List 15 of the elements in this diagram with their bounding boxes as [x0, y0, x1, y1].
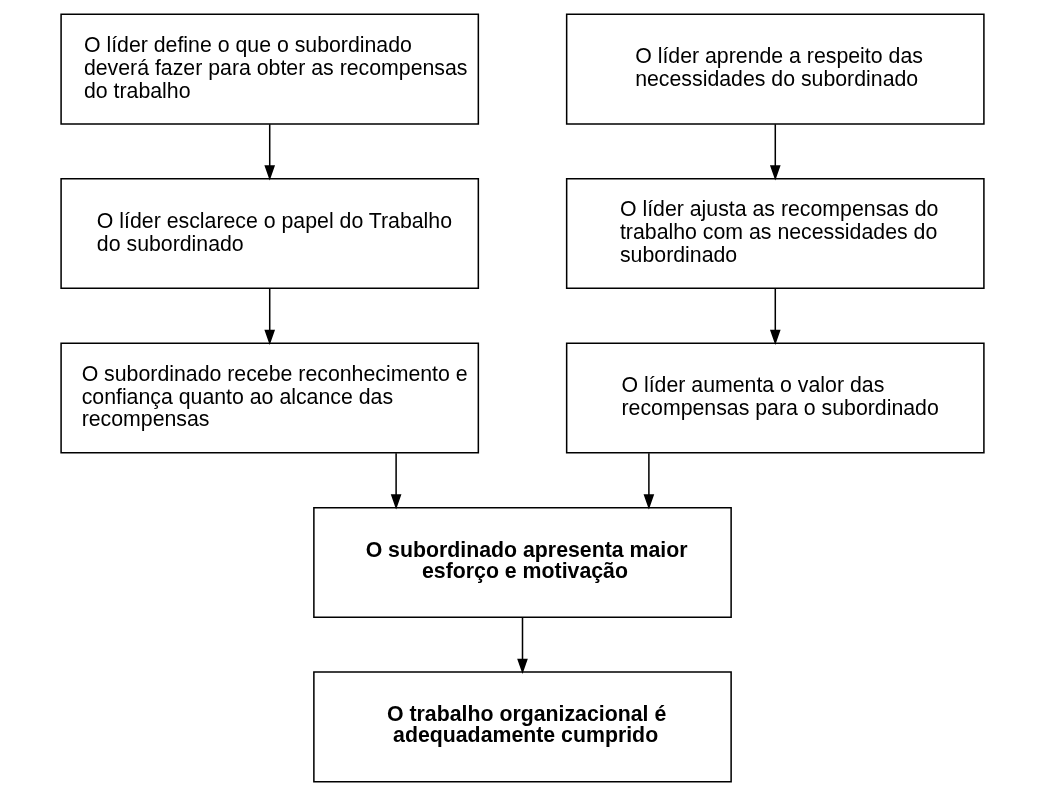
arrow [264, 288, 276, 345]
node-box: O líder ajusta as recompensas do trabalho com as necessidades do subordinado [565, 177, 985, 290]
arrow [264, 123, 276, 181]
arrow [769, 123, 781, 181]
arrow [769, 288, 781, 345]
node-box: O líder aumenta o valor das recompensas para o subordinado [565, 342, 985, 454]
node-box: O líder aprende a respeito das necessidades do subordinado [565, 13, 985, 125]
node-box: O subordinado apresenta maior esforço e motivação [313, 506, 732, 619]
node-box: O trabalho organizacional é adequadamente cumprido [313, 671, 732, 783]
node-box: O líder esclarece o papel do Trabalho do subordinado [60, 177, 480, 290]
arrow [643, 452, 655, 510]
node-box: O subordinado recebe reconhecimento e confiança quanto ao alcance das recompensas [60, 342, 480, 454]
node-box: O líder define o que o subordinado deverá fazer para obter as recompensas do trabalho [60, 13, 480, 125]
arrow [517, 616, 528, 674]
arrow [390, 452, 402, 510]
